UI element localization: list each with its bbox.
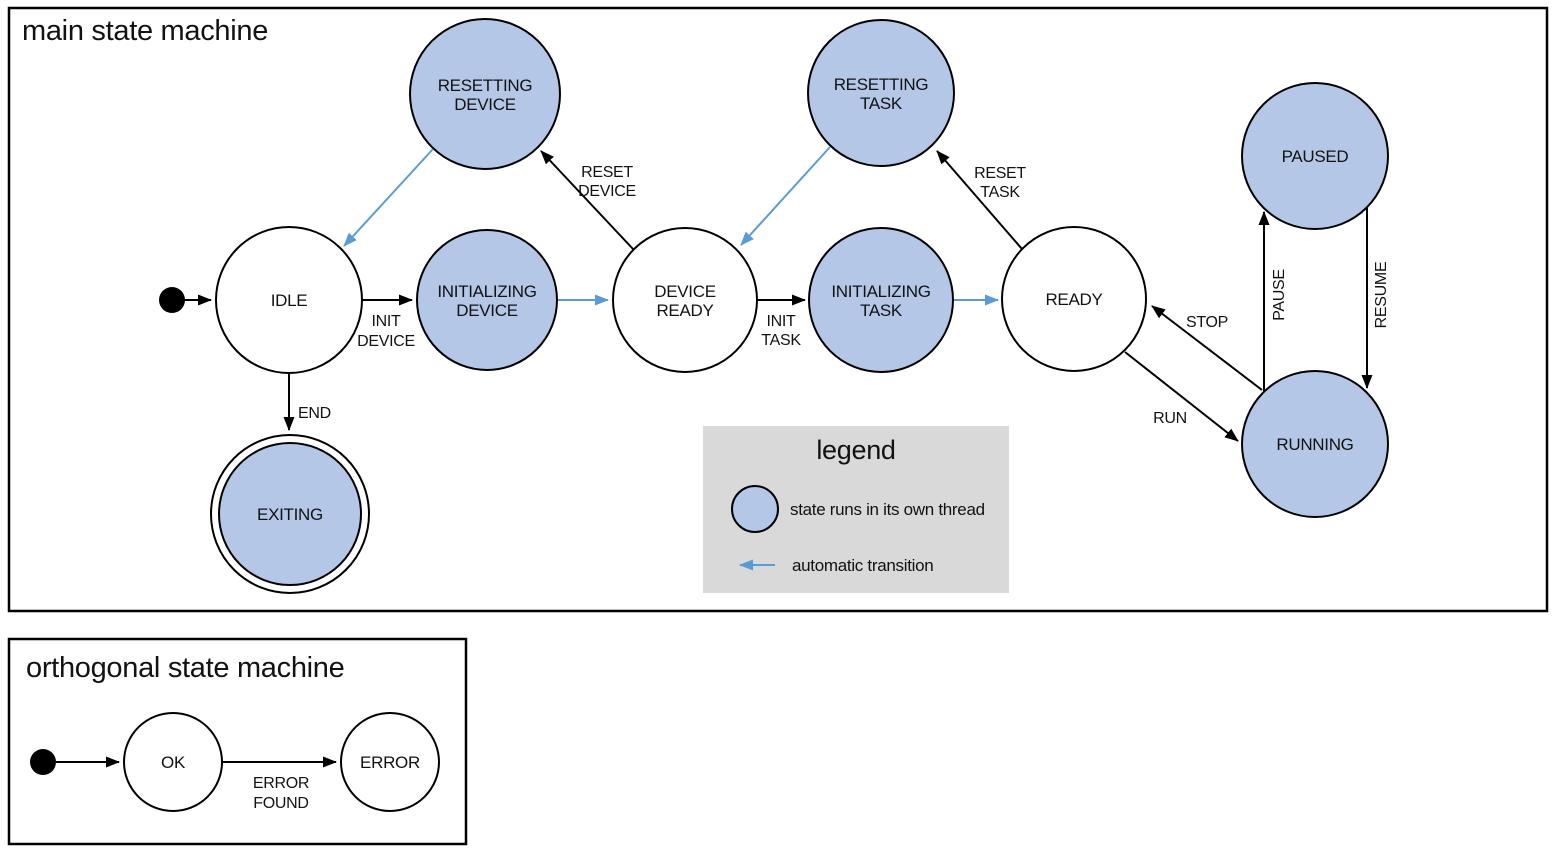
state-error-label: ERROR bbox=[360, 753, 420, 772]
orthogonal-initial-state-dot bbox=[30, 749, 56, 775]
state-initializing-task bbox=[808, 227, 954, 373]
state-initializing-task-label-line1: INITIALIZING bbox=[831, 282, 930, 301]
state-resetting-device bbox=[409, 18, 561, 170]
state-running-label: RUNNING bbox=[1276, 435, 1353, 454]
state-idle-label: IDLE bbox=[271, 291, 308, 310]
state-initializing-device-label-line1: INITIALIZING bbox=[437, 282, 536, 301]
state-exiting-label: EXITING bbox=[257, 505, 323, 524]
legend-title: legend bbox=[816, 435, 895, 465]
transition-reset-task-arrow bbox=[936, 150, 1023, 250]
legend: legend state runs in its own thread auto… bbox=[703, 426, 1009, 593]
state-resetting-task-label-line1: RESETTING bbox=[834, 75, 929, 94]
state-running bbox=[1241, 370, 1389, 518]
transition-init-device-label-line1: INIT bbox=[371, 313, 401, 330]
state-initializing-task-label-line2: TASK bbox=[860, 301, 903, 320]
auto-transition-resetting-device-to-idle-arrow bbox=[343, 148, 434, 247]
transition-reset-device-label-line2: DEVICE bbox=[578, 183, 636, 200]
transition-run-arrow bbox=[1124, 351, 1239, 442]
state-ready bbox=[1001, 226, 1147, 372]
state-paused-label: PAUSED bbox=[1282, 147, 1349, 166]
thread-state-circle-icon bbox=[731, 485, 779, 533]
transition-init-task-label-line1: INIT bbox=[766, 313, 796, 330]
transition-reset-task-label-line1: RESET bbox=[974, 165, 1026, 182]
transition-reset-task-label-line2: TASK bbox=[980, 184, 1020, 201]
state-error bbox=[340, 712, 440, 812]
main-state-machine: main state machine IDLE INIT DEVICE INIT… bbox=[7, 6, 1549, 613]
state-ok-label: OK bbox=[161, 753, 186, 772]
transition-stop-label: STOP bbox=[1186, 314, 1228, 331]
state-resetting-task bbox=[807, 19, 955, 167]
transition-resume-label: RESUME bbox=[1373, 262, 1390, 329]
state-ready-label: READY bbox=[1045, 290, 1102, 309]
main-machine-title: main state machine bbox=[22, 15, 268, 47]
transition-run-label: RUN bbox=[1153, 410, 1187, 427]
state-exiting bbox=[218, 442, 362, 586]
transition-reset-device-label-line1: RESET bbox=[581, 164, 633, 181]
transition-error-found-label-line2: FOUND bbox=[253, 795, 308, 812]
legend-item-auto-transition-label: automatic transition bbox=[792, 556, 933, 575]
transition-stop-arrow bbox=[1151, 305, 1263, 391]
transition-error-found-label-line1: ERROR bbox=[253, 775, 309, 792]
transition-end-label: END bbox=[298, 405, 331, 422]
auto-transition-resetting-task-to-device-ready-arrow bbox=[740, 146, 831, 246]
orthogonal-state-machine: orthogonal state machine OK ERROR FOUND … bbox=[7, 637, 468, 846]
state-device-ready-label-line1: DEVICE bbox=[654, 282, 716, 301]
transition-init-task-label-line2: TASK bbox=[761, 332, 801, 349]
state-resetting-device-label-line1: RESETTING bbox=[438, 76, 533, 95]
transition-pause-label: PAUSE bbox=[1271, 269, 1288, 321]
state-device-ready-label-line2: READY bbox=[656, 301, 713, 320]
initial-state-dot bbox=[159, 287, 185, 313]
transition-reset-device-arrow bbox=[540, 150, 634, 250]
state-resetting-task-label-line2: TASK bbox=[860, 94, 903, 113]
state-initializing-device bbox=[416, 229, 558, 371]
legend-item-thread-label: state runs in its own thread bbox=[790, 500, 985, 519]
state-initializing-device-label-line2: DEVICE bbox=[456, 301, 518, 320]
transition-init-device-label-line2: DEVICE bbox=[357, 333, 415, 350]
state-paused bbox=[1241, 82, 1389, 230]
state-resetting-device-label-line2: DEVICE bbox=[454, 95, 516, 114]
orthogonal-machine-title: orthogonal state machine bbox=[26, 652, 344, 684]
